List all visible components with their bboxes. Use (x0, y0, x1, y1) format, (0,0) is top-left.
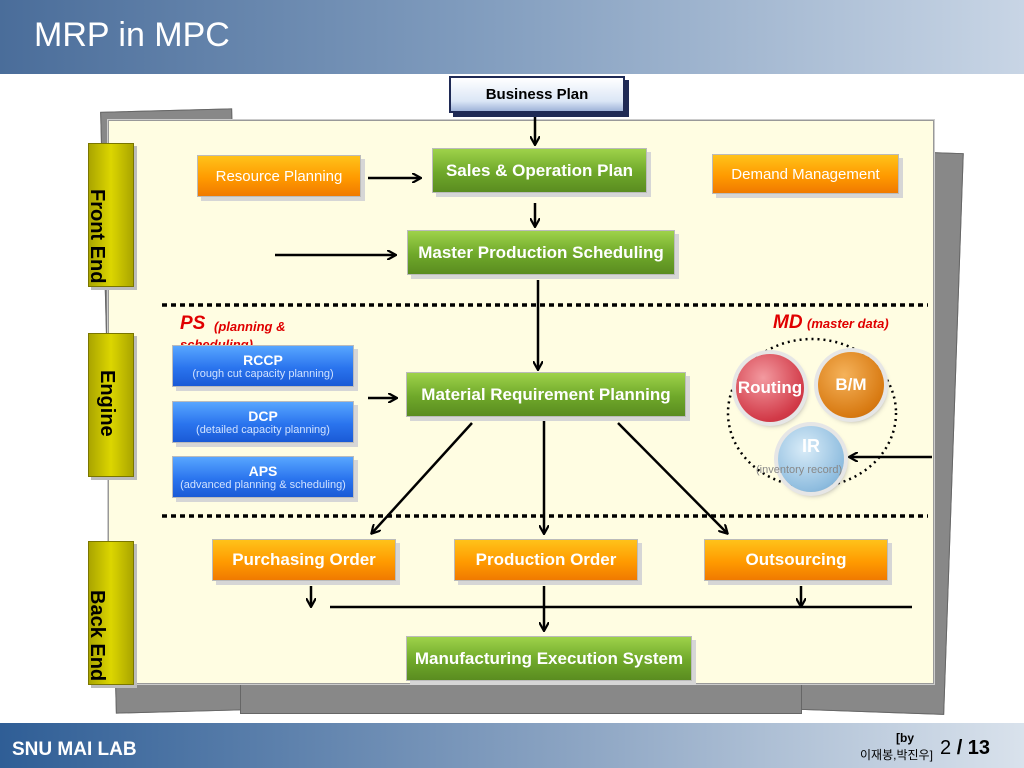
master-production-scheduling-box: Master Production Scheduling (407, 230, 675, 275)
title-bar (0, 0, 1024, 74)
dcp-box: DCP (detailed capacity planning) (172, 401, 354, 443)
manufacturing-execution-system-box: Manufacturing Execution System (406, 636, 692, 681)
page-total: / 13 (956, 737, 991, 759)
outsourcing-box: Outsourcing (704, 539, 888, 581)
rccp-label: RCCP (243, 351, 283, 368)
aps-label: APS (248, 462, 278, 479)
aps-box: APS (advanced planning & scheduling) (172, 456, 354, 498)
footer-by: [by (896, 731, 914, 745)
aps-sub: (advanced planning & scheduling) (180, 478, 346, 491)
ir-label: IR (802, 436, 820, 456)
ps-heading: PS (180, 313, 205, 335)
md-heading: MD (master data) (773, 312, 889, 334)
material-requirement-planning-box: Material Requirement Planning (406, 372, 686, 417)
resource-planning-box: Resource Planning (197, 155, 361, 197)
md-sub: (master data) (807, 316, 889, 331)
ir-sub: (inventory record) (756, 464, 843, 476)
dcp-sub: (detailed capacity planning) (196, 423, 330, 436)
front-end-tab (88, 143, 134, 287)
md-label: MD (773, 312, 803, 333)
bm-ball: B/M (818, 352, 884, 418)
ir-ball: IR (778, 426, 844, 492)
routing-ball: Routing (736, 354, 804, 422)
ps-label: PS (180, 313, 206, 334)
purchasing-order-box: Purchasing Order (212, 539, 396, 581)
slide-title: MRP in MPC (34, 16, 230, 54)
footer-lab-name: SNU MAI LAB (12, 739, 137, 760)
rccp-sub: (rough cut capacity planning) (192, 367, 334, 380)
business-plan-box: Business Plan (449, 76, 625, 113)
engine-tab (88, 333, 134, 477)
sales-operation-plan-box: Sales & Operation Plan (432, 148, 647, 193)
engine-label: Engine (96, 370, 118, 437)
rccp-box: RCCP (rough cut capacity planning) (172, 345, 354, 387)
production-order-box: Production Order (454, 539, 638, 581)
dcp-label: DCP (248, 407, 278, 424)
page-current: 2 (940, 737, 952, 759)
demand-management-box: Demand Management (712, 154, 899, 194)
back-end-tab (88, 541, 134, 685)
arrow-mrp-out (617, 422, 727, 533)
master-data-dotted-ring (726, 337, 898, 489)
footer-authors: 이재봉,박진우] (860, 748, 933, 762)
back-end-label: Back End (86, 590, 108, 682)
footer-bar (0, 723, 1024, 768)
front-end-label: Front End (86, 189, 108, 284)
page-number: 2 / 13 (940, 737, 990, 760)
